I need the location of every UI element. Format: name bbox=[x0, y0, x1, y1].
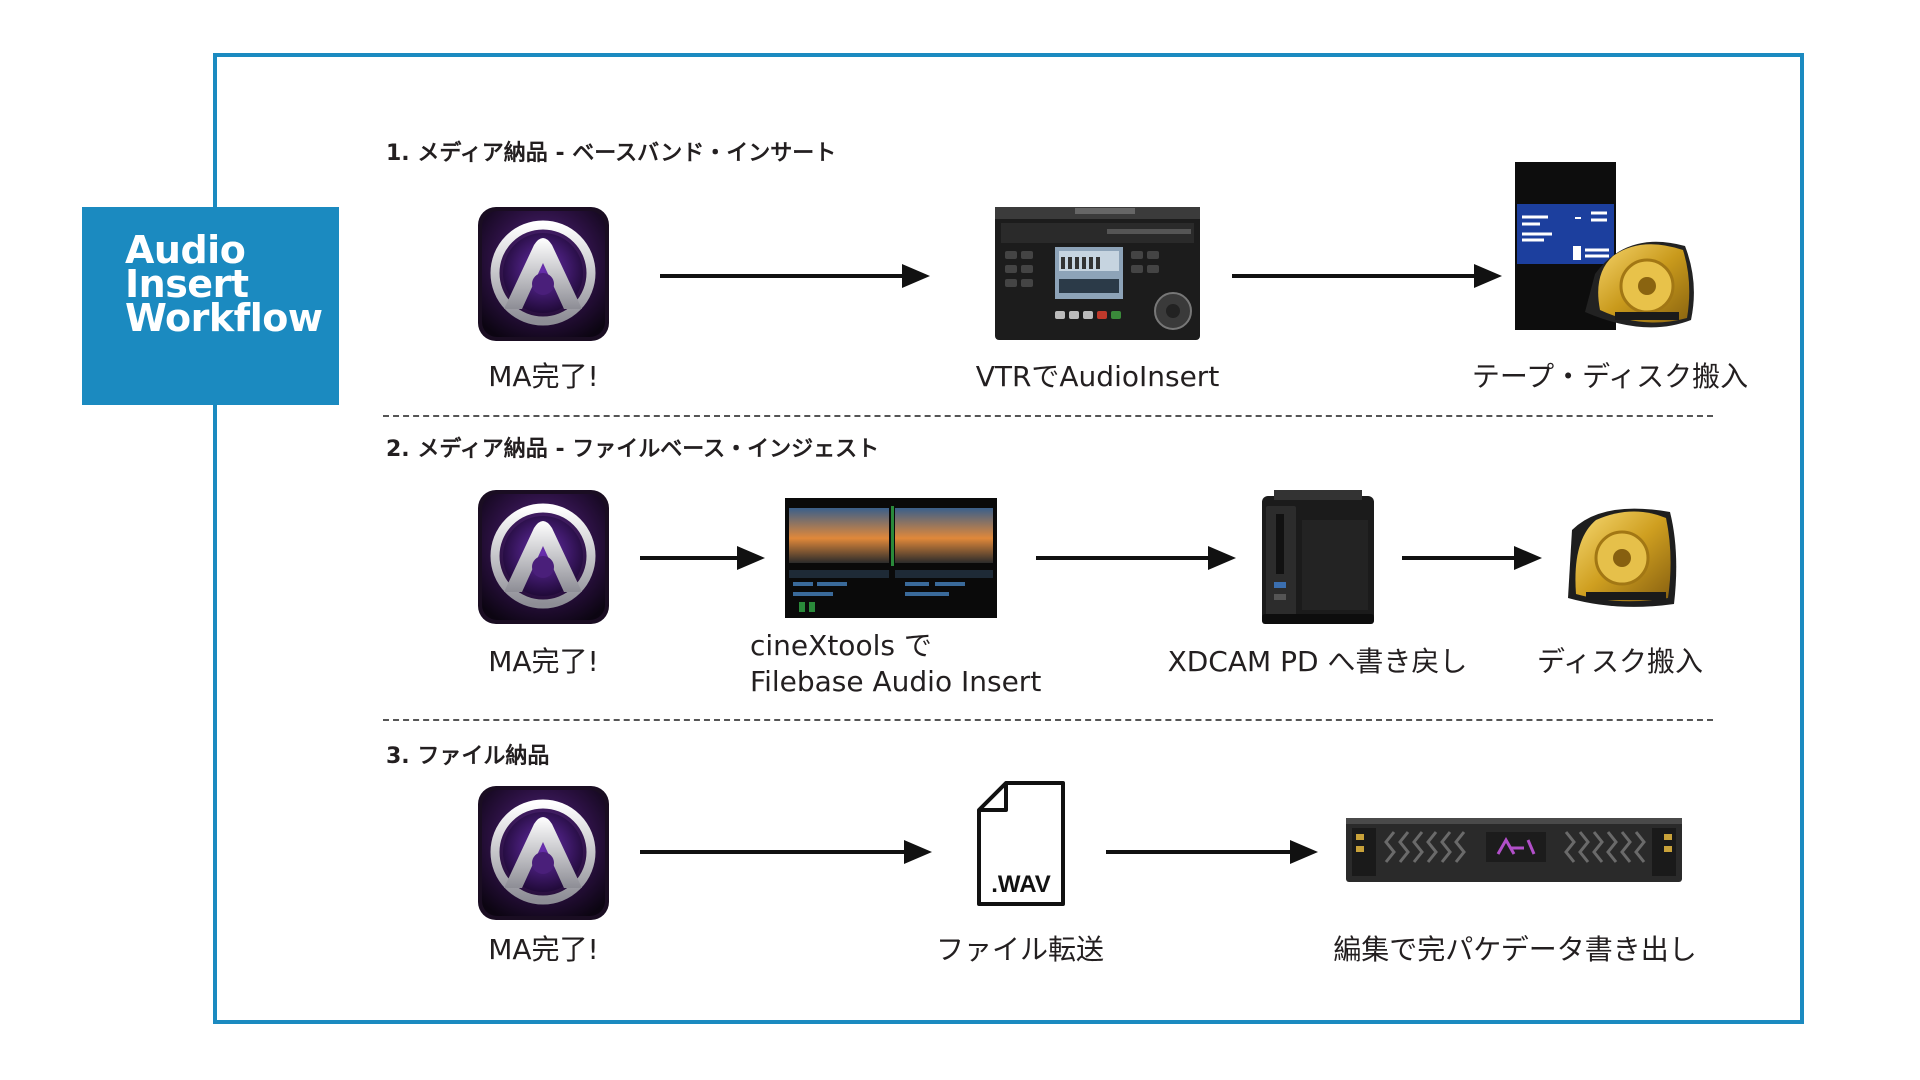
arrow-icon bbox=[660, 264, 930, 288]
label-line: cineXtools で bbox=[750, 629, 932, 662]
section-1-step-2-label: VTRでAudioInsert bbox=[975, 360, 1220, 393]
xdcam-drive-icon bbox=[1262, 490, 1374, 624]
title-line-3: Workflow bbox=[125, 296, 323, 340]
section-2-heading: 2. メディア納品 - ファイルベース・インジェスト bbox=[386, 437, 880, 462]
label-line: Filebase Audio Insert bbox=[750, 665, 1042, 698]
title-box: Audio Insert Workflow bbox=[82, 207, 339, 405]
title-line-1: Audio bbox=[125, 228, 246, 272]
section-3-heading: 3. ファイル納品 bbox=[386, 744, 550, 769]
section-3-step-3-label: 編集で完パケデータ書き出し bbox=[1333, 933, 1697, 966]
tape-disc-icon bbox=[1515, 162, 1694, 330]
arrow-icon bbox=[640, 546, 765, 570]
avid-nexis-storage-icon bbox=[1346, 818, 1682, 882]
section-2-step-3-label: XDCAM PD へ書き戻し bbox=[1167, 645, 1468, 678]
workflow-frame bbox=[213, 53, 1804, 1024]
arrow-icon bbox=[1232, 264, 1502, 288]
section-divider bbox=[383, 719, 1713, 721]
pro-tools-icon bbox=[478, 207, 609, 341]
tape-label-art-icon bbox=[1522, 211, 1609, 260]
section-2-step-2-label: cineXtools で Filebase Audio Insert bbox=[750, 628, 1041, 700]
vtr-deck-icon bbox=[995, 207, 1200, 340]
section-3-step-2-label: ファイル転送 bbox=[935, 933, 1104, 966]
wav-file-icon: .WAV bbox=[977, 781, 1065, 906]
arrow-icon bbox=[1036, 546, 1236, 570]
title-line-2: Insert bbox=[125, 262, 249, 306]
section-1-step-3-label: テープ・ディスク搬入 bbox=[1471, 360, 1749, 393]
section-1-step-1-label: MA完了! bbox=[488, 360, 599, 393]
section-2-step-1-label: MA完了! bbox=[488, 645, 599, 678]
arrow-icon bbox=[640, 840, 932, 864]
arrow-icon bbox=[1106, 840, 1318, 864]
professional-disc-icon bbox=[1568, 508, 1677, 607]
arrow-icon bbox=[1402, 546, 1542, 570]
pro-tools-icon bbox=[478, 786, 609, 920]
section-3-step-1-label: MA完了! bbox=[488, 933, 599, 966]
section-2-step-4-label: ディスク搬入 bbox=[1536, 645, 1704, 678]
wav-file-text: .WAV bbox=[991, 871, 1051, 898]
section-divider bbox=[383, 415, 1713, 417]
pro-tools-icon bbox=[478, 490, 609, 624]
cinextools-screen-icon bbox=[785, 498, 997, 618]
section-1-heading: 1. メディア納品 - ベースバンド・インサート bbox=[386, 141, 837, 166]
